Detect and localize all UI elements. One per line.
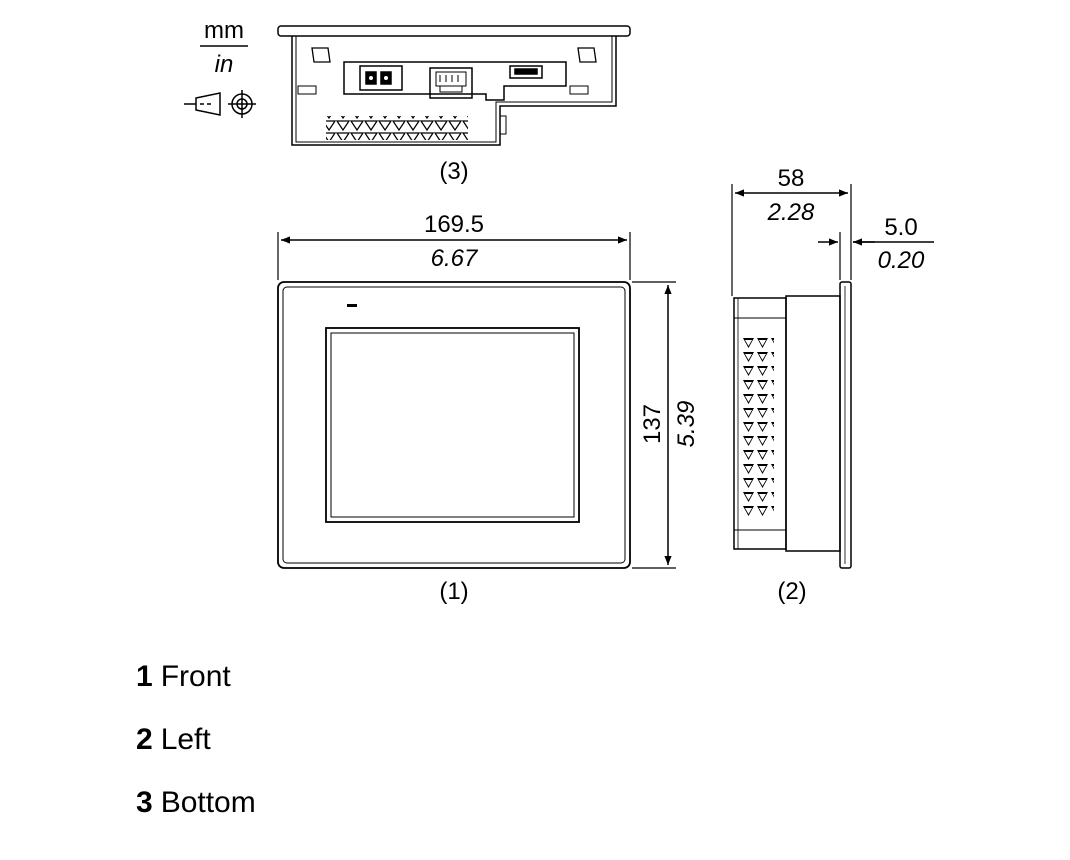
view-tag-left: (2) xyxy=(777,578,806,605)
width-dimension: 169.5 6.67 xyxy=(277,211,631,280)
bezel-dimension: 5.0 0.20 xyxy=(818,214,934,280)
depth-in: 2.28 xyxy=(767,199,815,226)
legend-number: 2 xyxy=(136,723,153,756)
legend-label: Left xyxy=(160,723,211,756)
units-label: mm in xyxy=(200,17,248,78)
left-view xyxy=(733,281,852,569)
bezel-mm: 5.0 xyxy=(884,214,917,241)
view-tag-front: (1) xyxy=(439,578,468,605)
status-led-icon xyxy=(347,304,357,307)
depth-dimension: 58 2.28 xyxy=(731,165,852,296)
projection-symbol-icon xyxy=(184,90,256,118)
depth-mm: 58 xyxy=(778,165,805,192)
legend-number: 3 xyxy=(136,786,153,819)
unit-mm: mm xyxy=(204,17,244,44)
view-tag-bottom: (3) xyxy=(439,158,468,185)
legend-number: 1 xyxy=(136,660,153,693)
bottom-view xyxy=(277,25,631,146)
legend-label: Front xyxy=(160,660,231,693)
height-dimension: 137 5.39 xyxy=(632,281,700,569)
height-in: 5.39 xyxy=(673,401,700,448)
legend-label: Bottom xyxy=(160,786,256,819)
unit-in: in xyxy=(215,51,234,78)
front-view xyxy=(277,281,631,569)
bezel-in: 0.20 xyxy=(878,247,925,274)
height-mm: 137 xyxy=(639,404,666,444)
width-mm: 169.5 xyxy=(424,211,484,238)
width-in: 6.67 xyxy=(431,245,479,272)
